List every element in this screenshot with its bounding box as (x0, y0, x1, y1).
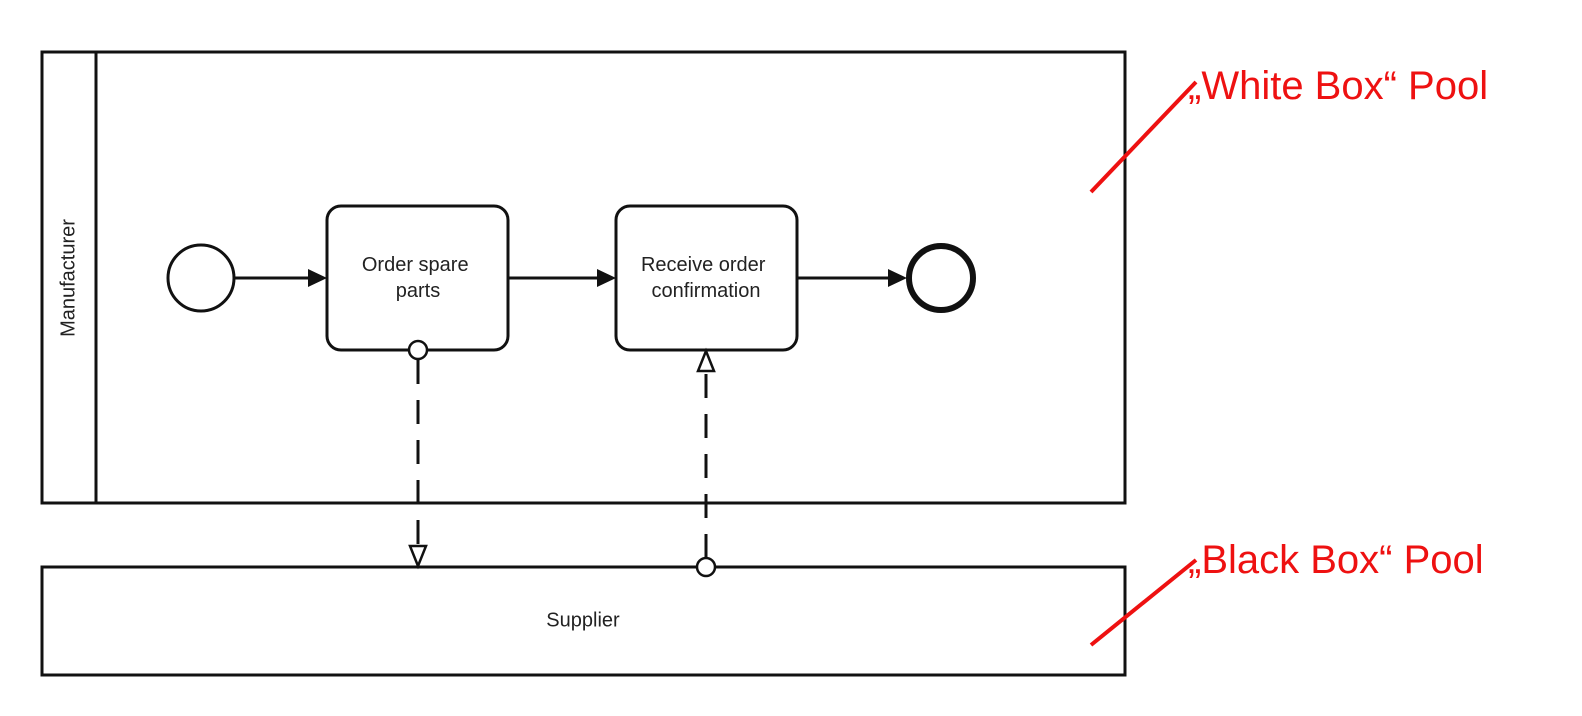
task-receive-order-confirmation-label: Receive order confirmation (641, 254, 771, 302)
annotation-black-box-label: „Black Box“ Pool (1188, 538, 1484, 582)
sequence-flow-arrowhead (597, 269, 616, 287)
black-box-pool[interactable]: Supplier (40, 565, 1127, 677)
start-event[interactable] (166, 243, 236, 313)
sequence-flows (234, 269, 907, 287)
task-order-spare-parts-box (325, 204, 510, 352)
task-order-spare-parts[interactable]: Order spare parts (325, 204, 510, 352)
message-flow-source-circle (695, 556, 717, 578)
message-flow-arrowhead (408, 544, 428, 570)
message-flow-arrowhead (696, 347, 716, 373)
task-receive-order-confirmation[interactable]: Receive order confirmation (614, 204, 799, 352)
message-flow-source-circle (407, 339, 429, 361)
white-box-pool-border (40, 50, 1127, 505)
annotation-white-box-label: „White Box“ Pool (1188, 64, 1488, 108)
manufacturer-pool-label: Manufacturer (57, 219, 79, 337)
task-order-spare-parts-label: Order spare parts (362, 254, 474, 302)
black-box-pool-border (40, 565, 1127, 677)
annotation-white-box-pointer (1089, 80, 1198, 194)
annotation-black-box: „Black Box“ Pool (1089, 538, 1484, 647)
sequence-flow-arrowhead (308, 269, 327, 287)
annotation-white-box: „White Box“ Pool (1089, 64, 1488, 194)
end-event[interactable] (906, 243, 976, 313)
supplier-pool-label: Supplier (546, 609, 620, 631)
sequence-flow-arrowhead (888, 269, 907, 287)
message-flow-order-to-supplier[interactable] (407, 339, 429, 570)
message-flow-supplier-to-receive[interactable] (695, 347, 717, 578)
annotation-black-box-pointer (1089, 558, 1198, 647)
task-receive-order-confirmation-box (614, 204, 799, 352)
white-box-pool[interactable]: Manufacturer (40, 50, 1127, 505)
